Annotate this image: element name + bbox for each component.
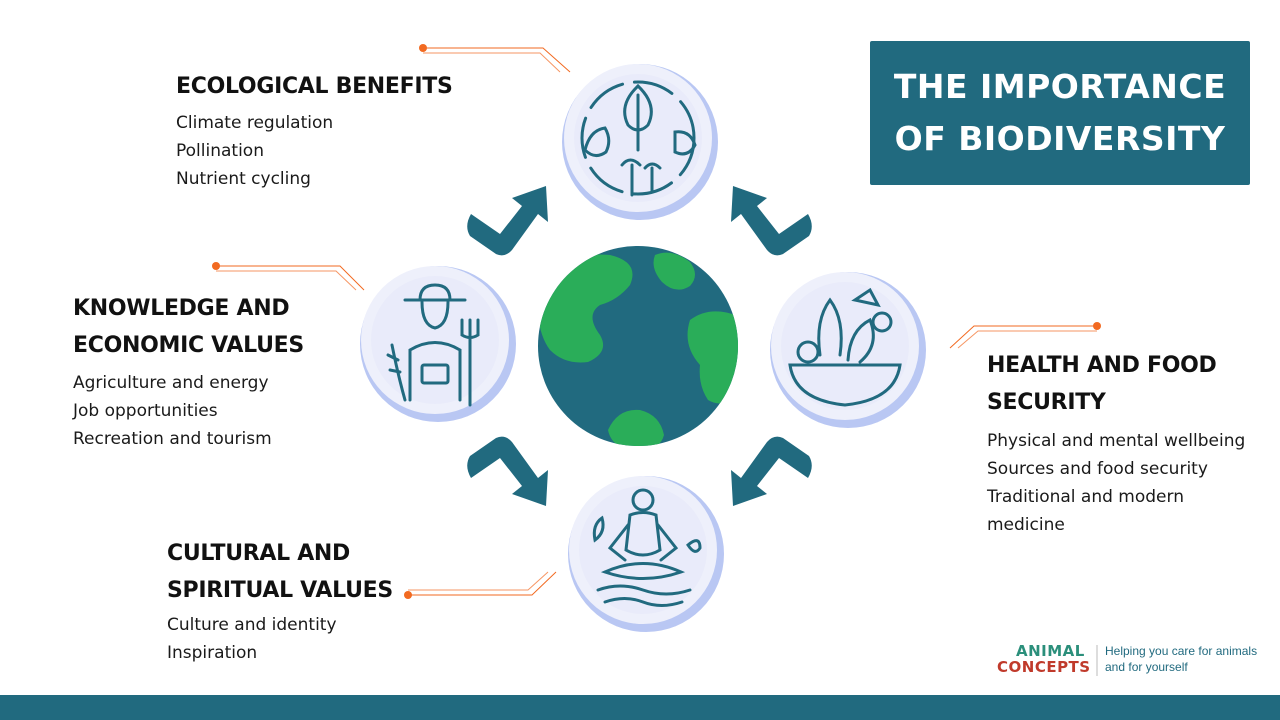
logo-word-concepts: CONCEPTS: [997, 658, 1091, 676]
knowledge-heading-line-2: ECONOMIC VALUES: [73, 333, 304, 358]
ecological-heading-line-1: ECOLOGICAL BENEFITS: [176, 74, 453, 99]
tagline-line-1: Helping you care for animals: [1105, 644, 1258, 658]
connector-ecological: [419, 44, 571, 73]
knowledge-item: Job opportunities: [73, 401, 218, 421]
logo-word-animal: ANIMAL: [1016, 642, 1085, 660]
knowledge-list: Agriculture and energy Job opportunities…: [73, 369, 272, 453]
ecosystem-icon: [562, 64, 718, 220]
connector-cultural: [404, 571, 557, 599]
globe-icon: [538, 246, 738, 446]
health-item: medicine: [987, 515, 1065, 535]
connector-health: [949, 322, 1101, 349]
health-heading: HEALTH AND FOOD SECURITY: [987, 347, 1217, 421]
cultural-heading-line-1: CULTURAL AND: [167, 541, 351, 566]
health-item: Physical and mental wellbeing: [987, 431, 1246, 451]
knowledge-item: Recreation and tourism: [73, 429, 272, 449]
connector-knowledge: [212, 262, 365, 291]
cultural-heading-line-2: SPIRITUAL VALUES: [167, 578, 393, 603]
title-line-2: OF BIODIVERSITY: [894, 119, 1226, 158]
knowledge-heading-line-1: KNOWLEDGE AND: [73, 296, 290, 321]
ecological-item: Pollination: [176, 141, 264, 161]
cultural-heading: CULTURAL AND SPIRITUAL VALUES: [167, 535, 393, 609]
ecological-item: Climate regulation: [176, 113, 334, 133]
knowledge-heading: KNOWLEDGE AND ECONOMIC VALUES: [73, 290, 304, 364]
health-item: Traditional and modern: [987, 487, 1184, 507]
knowledge-item: Agriculture and energy: [73, 373, 269, 393]
health-item: Sources and food security: [987, 459, 1208, 479]
footer-bar: [0, 695, 1280, 720]
cultural-item: Inspiration: [167, 643, 258, 663]
arrow-top-right: [731, 186, 812, 256]
health-heading-line-1: HEALTH AND FOOD: [987, 353, 1217, 378]
cultural-item: Culture and identity: [167, 615, 337, 635]
ecological-heading: ECOLOGICAL BENEFITS: [176, 68, 453, 105]
cultural-list: Culture and identity Inspiration: [167, 611, 337, 667]
arrow-bottom-right: [731, 436, 812, 506]
meditation-icon: [568, 476, 724, 632]
arrow-bottom-left: [467, 436, 548, 506]
ecological-list: Climate regulation Pollination Nutrient …: [176, 109, 333, 193]
title-banner: THE IMPORTANCE OF BIODIVERSITY: [870, 41, 1250, 185]
title-line-1: THE IMPORTANCE: [893, 67, 1227, 106]
farmer-icon: [360, 266, 516, 422]
arrow-top-left: [467, 186, 548, 256]
salad-bowl-icon: [770, 272, 926, 428]
tagline-line-2: and for yourself: [1105, 660, 1188, 674]
health-heading-line-2: SECURITY: [987, 390, 1106, 415]
logo-tagline: Helping you care for animals and for you…: [1105, 643, 1257, 675]
ecological-item: Nutrient cycling: [176, 169, 311, 189]
health-list: Physical and mental wellbeing Sources an…: [987, 427, 1245, 539]
